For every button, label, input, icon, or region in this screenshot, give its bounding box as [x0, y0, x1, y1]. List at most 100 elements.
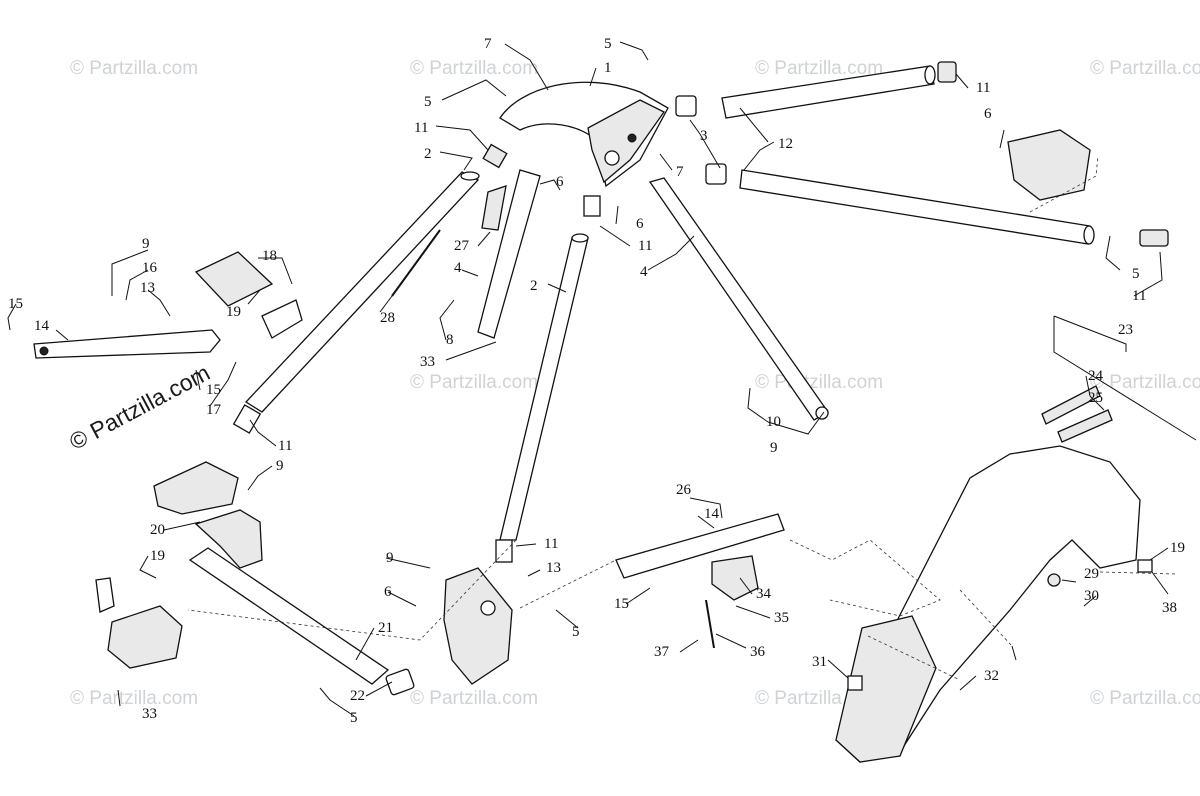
- watermark: © Partzilla.com: [1090, 372, 1200, 393]
- bracket-hole: [627, 133, 637, 143]
- callout-11: 11: [278, 438, 292, 454]
- callout-11: 11: [414, 120, 428, 136]
- part-left-strut: [477, 169, 541, 339]
- callout-25: 25: [1088, 390, 1103, 406]
- part-collar: [705, 163, 727, 185]
- callout-5: 5: [1132, 266, 1140, 282]
- part-center-tube: [499, 237, 589, 541]
- group-bracket: [1053, 315, 1127, 352]
- part-bushing: [482, 143, 508, 169]
- part-lower-arm: [188, 547, 390, 685]
- assembly-guide: [1099, 571, 1177, 575]
- part-clip: [385, 668, 415, 696]
- part-pad: [481, 185, 507, 231]
- callout-15: 15: [614, 596, 629, 612]
- part-strip-24: [1041, 385, 1101, 425]
- part-right-arm: [615, 513, 785, 579]
- watermark: © Partzilla.com: [410, 688, 539, 709]
- callout-11: 11: [976, 80, 990, 96]
- group-bracket: [1053, 316, 1197, 441]
- callout-17: 17: [206, 402, 222, 418]
- part-collar: [675, 95, 697, 117]
- callout-6: 6: [984, 106, 992, 122]
- callout-37: 37: [654, 644, 670, 660]
- callout-14: 14: [34, 318, 50, 334]
- callout-6: 6: [556, 174, 564, 190]
- callout-9: 9: [770, 440, 778, 456]
- assembly-guide: [959, 589, 1013, 647]
- callout-2: 2: [530, 278, 538, 294]
- part-nut: [1137, 559, 1153, 573]
- mount-hole: [480, 600, 496, 616]
- callout-3: 3: [700, 128, 708, 144]
- part-left-arm: [33, 329, 221, 359]
- callout-18: 18: [262, 248, 277, 264]
- callout-11: 11: [1132, 288, 1146, 304]
- callout-27: 27: [454, 238, 470, 254]
- assembly-guide: [867, 635, 961, 681]
- callout-33: 33: [420, 354, 435, 370]
- watermark: © Partzilla.com: [1090, 58, 1200, 79]
- callout-4: 4: [640, 264, 648, 280]
- part-grommet: [1047, 573, 1061, 587]
- callout-2: 2: [424, 146, 432, 162]
- callout-34: 34: [756, 586, 772, 602]
- tube-end: [924, 65, 936, 85]
- callout-29: 29: [1084, 566, 1099, 582]
- callout-15: 15: [206, 382, 221, 398]
- callout-14: 14: [704, 506, 720, 522]
- tube-end: [460, 171, 480, 181]
- part-bushing: [495, 539, 513, 563]
- callout-30: 30: [1084, 588, 1099, 604]
- part-motor-unit: [107, 605, 183, 669]
- part-lower-housing: [153, 461, 239, 515]
- watermark: © Partzilla.com: [410, 58, 539, 79]
- tube-end: [1083, 225, 1095, 245]
- callout-4: 4: [454, 260, 462, 276]
- callout-5: 5: [424, 94, 432, 110]
- part-mount-bracket: [1007, 129, 1091, 201]
- callout-1: 1: [604, 60, 612, 76]
- callout-5: 5: [604, 36, 612, 52]
- assembly-guide: [519, 559, 617, 609]
- part-cable: [705, 599, 715, 649]
- callout-12: 12: [778, 136, 793, 152]
- callout-19: 19: [1170, 540, 1185, 556]
- callout-16: 16: [142, 260, 158, 276]
- watermark: © Partzilla.com: [1090, 688, 1200, 709]
- callout-20: 20: [150, 522, 165, 538]
- bracket-hole: [604, 150, 620, 166]
- callout-labels: 1 2 2 3 4 4 5 5 5 5 5 6 6 6 6 7 7 8 9 9 …: [8, 36, 1185, 726]
- part-guard-bracket: [711, 555, 759, 601]
- part-connector: [95, 577, 115, 613]
- callout-11: 11: [638, 238, 652, 254]
- part-bushing: [232, 404, 262, 434]
- callout-7: 7: [676, 164, 684, 180]
- tube-end: [571, 233, 589, 243]
- callout-13: 13: [546, 560, 561, 576]
- callout-11: 11: [544, 536, 558, 552]
- part-clip-bracket: [261, 299, 303, 339]
- callout-28: 28: [380, 310, 395, 326]
- callout-36: 36: [750, 644, 766, 660]
- callout-6: 6: [384, 584, 392, 600]
- part-left-tube: [244, 171, 480, 413]
- callout-33: 33: [142, 706, 157, 722]
- part-bushing: [937, 61, 957, 83]
- part-upper-tube: [721, 65, 935, 119]
- callout-10: 10: [766, 414, 781, 430]
- part-right-strut: [648, 177, 829, 421]
- callout-31: 31: [812, 654, 827, 670]
- watermark: © Partzilla.com: [755, 58, 884, 79]
- part-bushing: [583, 195, 601, 217]
- part-bushing: [1139, 229, 1169, 247]
- callout-26: 26: [676, 482, 692, 498]
- callout-35: 35: [774, 610, 789, 626]
- callout-22: 22: [350, 688, 365, 704]
- callout-24: 24: [1088, 368, 1104, 384]
- callout-8: 8: [446, 332, 454, 348]
- assembly-guide: [789, 539, 941, 617]
- callout-9: 9: [142, 236, 150, 252]
